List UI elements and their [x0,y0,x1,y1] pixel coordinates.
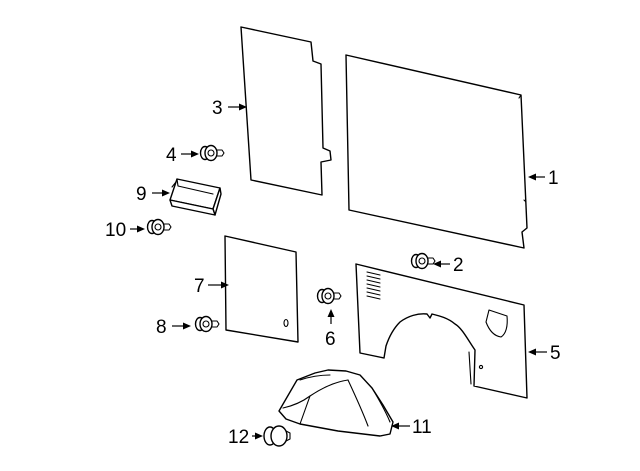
callout-5-number: 5 [550,343,561,364]
part-12-push-pin [263,425,291,447]
callout-2: 2 [433,255,464,276]
callout-1-number: 1 [548,168,559,189]
callout-4-number: 4 [166,145,177,166]
callout-6: 6 [325,309,336,350]
callout-3-number: 3 [212,98,223,119]
part-8-push-fastener [194,315,220,333]
callout-1: 1 [528,168,559,189]
part-2-push-fastener [410,252,436,270]
callout-8-number: 8 [156,317,167,338]
callout-7-number: 7 [194,276,205,297]
callout-5: 5 [528,343,561,364]
callout-4: 4 [166,145,199,166]
part-4-push-fastener [199,144,225,162]
callout-2-number: 2 [453,255,464,276]
part-10-push-fastener [146,218,172,236]
callout-11-number: 11 [412,417,432,438]
callout-6-number: 6 [325,329,336,350]
callout-12-number: 12 [228,427,249,448]
part-9-bracket [169,178,222,216]
part-5-lower-side-panel [355,263,528,399]
callout-7: 7 [194,276,229,297]
part-11-wheelhouse-liner [278,369,394,437]
callout-11: 11 [391,417,432,438]
callout-9: 9 [136,184,170,205]
callout-12: 12 [228,427,263,448]
part-6-push-fastener [316,287,342,305]
part-5-vent-slots [366,271,381,300]
callout-10: 10 [105,220,145,241]
callout-3: 3 [212,98,247,119]
part-3-upper-rear-panel [240,26,332,196]
callout-10-number: 10 [105,220,126,241]
part-7-lower-rear-panel [224,235,299,343]
part-1-upper-side-panel [345,54,528,249]
callout-9-number: 9 [136,184,147,205]
callout-8: 8 [156,317,191,338]
